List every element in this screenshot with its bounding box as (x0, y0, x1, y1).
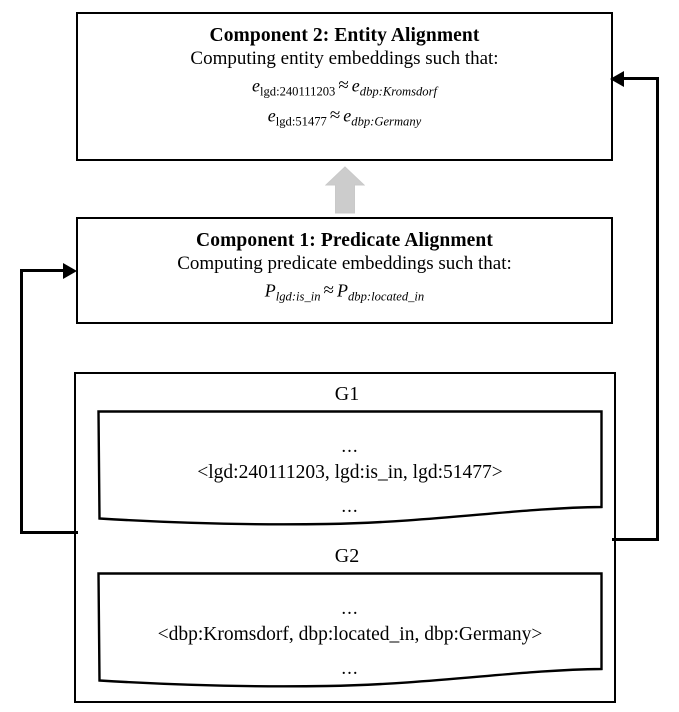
eq1-relation: ≈ (338, 75, 349, 97)
connector-right-top-segment (622, 77, 659, 80)
graph-g2-triple: <dbp:Kromsdorf, dbp:located_in, dbp:Germ… (157, 624, 543, 646)
graph-g1-content: ... <lgd:240111203, lgd:is_in, lgd:51477… (97, 410, 603, 517)
eq3-right-subscript: dbp:located_in (347, 289, 425, 304)
connector-right-bottom-segment (612, 538, 659, 541)
component-2-title: Component 2: Entity Alignment (209, 25, 480, 46)
grey-up-arrow-icon (324, 166, 366, 214)
component-2-equation-1: elgd:240111203≈edbp:Kromsdorf (78, 74, 611, 100)
eq2-left-symbol: e (267, 105, 276, 126)
connector-left-top-segment (20, 269, 68, 272)
component-2-equation-2: elgd:51477≈edbp:Germany (78, 104, 611, 130)
connector-left-vertical-segment (20, 269, 23, 534)
graph-g1-ellipsis-bottom: ... (341, 495, 359, 517)
eq1-right-symbol: e (351, 75, 360, 96)
graph-g2-content: ... <dbp:Kromsdorf, dbp:located_in, dbp:… (97, 572, 603, 679)
graph-g1-label: G1 (334, 383, 360, 405)
eq3-left-symbol: P (264, 280, 276, 301)
connector-right-arrowhead-icon (610, 70, 624, 87)
graph-g2-wavy-outline (97, 572, 603, 688)
eq1-left-subscript: lgd:240111203 (260, 84, 336, 99)
eq2-right-subscript: dbp:Germany (351, 114, 422, 129)
eq2-relation: ≈ (329, 105, 341, 127)
graph-g1-wavy-outline (97, 410, 603, 526)
eq1-left-symbol: e (252, 75, 260, 96)
component-1-subtitle: Computing predicate embeddings such that… (177, 252, 512, 274)
eq1-right-subscript: dbp:Kromsdorf (359, 84, 437, 99)
eq3-relation: ≈ (323, 280, 334, 302)
graph-g1-block: G1 ... <lgd:240111203, lgd:is_in, lgd:51… (76, 384, 618, 526)
component-1-box: Component 1: Predicate Alignment Computi… (76, 217, 613, 324)
connector-right-vertical-segment (656, 77, 659, 541)
graph-g1-triple: <lgd:240111203, lgd:is_in, lgd:51477> (197, 462, 503, 484)
graphs-container-box: G1 ... <lgd:240111203, lgd:is_in, lgd:51… (74, 372, 616, 703)
eq3-left-subscript: lgd:is_in (275, 289, 321, 304)
graph-g2-block: G2 ... <dbp:Kromsdorf, dbp:located_in, d… (76, 546, 618, 688)
graph-g2-label: G2 (334, 545, 360, 567)
eq3-right-symbol: P (336, 280, 348, 301)
graph-g2-ellipsis-bottom: ... (341, 657, 359, 679)
eq2-right-symbol: e (343, 105, 352, 126)
component-2-subtitle: Computing entity embeddings such that: (190, 47, 499, 69)
graph-g2-shape: ... <dbp:Kromsdorf, dbp:located_in, dbp:… (97, 572, 603, 688)
component-1-title: Component 1: Predicate Alignment (196, 230, 493, 251)
graph-g1-shape: ... <lgd:240111203, lgd:is_in, lgd:51477… (97, 410, 603, 526)
component-1-equation-1: Plgd:is_in≈Pdbp:located_in (78, 279, 611, 305)
component-2-box: Component 2: Entity Alignment Computing … (76, 12, 613, 161)
eq2-left-subscript: lgd:51477 (275, 114, 327, 129)
connector-left-arrowhead-icon (63, 262, 77, 279)
graph-g1-ellipsis-top: ... (341, 436, 359, 457)
connector-left-bottom-segment (20, 531, 78, 534)
graph-g2-ellipsis-top: ... (341, 598, 359, 619)
